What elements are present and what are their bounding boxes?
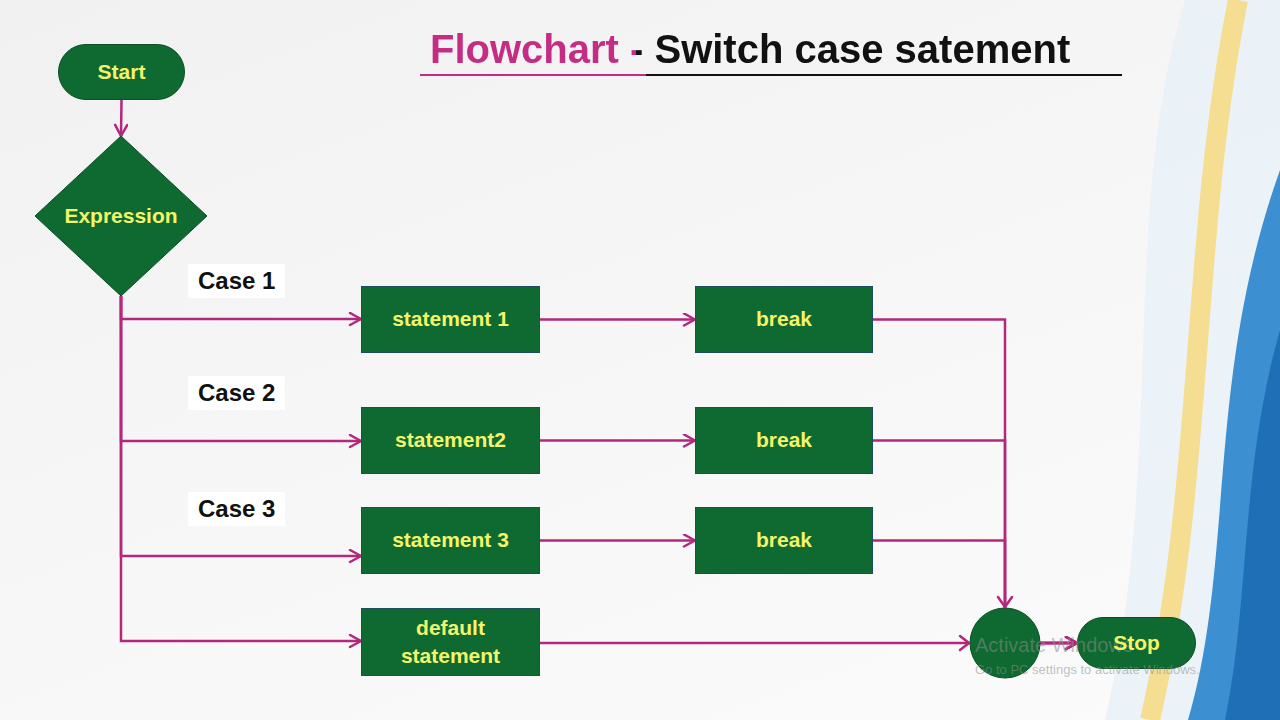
node-text: statement2 [395, 426, 506, 454]
watermark: Go to PC settings to activate Windows. [975, 662, 1200, 677]
flow-arrow [121, 296, 361, 319]
node-text: default statement [370, 614, 531, 671]
flow-arrow [873, 441, 1077, 644]
junction-circle [970, 608, 1040, 678]
blue-wave-dark [1225, 330, 1280, 720]
flow-arrow [540, 439, 695, 442]
node-text: Start [98, 58, 146, 86]
node-text: break [756, 305, 812, 333]
slide-title: Flowchart - Switch case satement [430, 27, 1070, 72]
case-label: Case 1 [188, 264, 285, 298]
node-text: break [756, 426, 812, 454]
node-text: Stop [1113, 629, 1160, 657]
break-box: break [695, 286, 873, 353]
flow-arrow [540, 318, 695, 321]
stop-terminal: Stop [1077, 617, 1196, 669]
flow-arrow [121, 296, 361, 441]
arrow-head [998, 597, 1012, 607]
pale-wave [1105, 0, 1280, 720]
flow-arrow [120, 100, 123, 136]
break-box: break [695, 507, 873, 574]
case-label: Case 2 [188, 376, 285, 410]
process-box: statement2 [361, 407, 540, 474]
node-text: statement 3 [392, 526, 509, 554]
watermark: Activate Windows [975, 634, 1133, 657]
title-underline [420, 74, 646, 76]
break-box: break [695, 407, 873, 474]
title-underline [646, 74, 1122, 76]
default-box: default statement [361, 608, 540, 676]
process-box: statement 3 [361, 507, 540, 574]
process-box: statement 1 [361, 286, 540, 353]
flow-arrow [121, 296, 361, 641]
flow-arrow [540, 539, 695, 542]
diamond-outline [35, 136, 207, 296]
start-terminal: Start [58, 44, 185, 100]
flow-arrow [121, 296, 361, 556]
node-text: statement 1 [392, 305, 509, 333]
arrow-head [960, 636, 969, 650]
case-label: Case 3 [188, 492, 285, 526]
node-text: Expression [64, 202, 177, 230]
node-text: break [756, 526, 812, 554]
decision-diamond: Expression [35, 136, 207, 296]
flow-arrow [873, 320, 1077, 644]
diamond-shape [35, 136, 207, 296]
blue-wave [1188, 170, 1280, 720]
